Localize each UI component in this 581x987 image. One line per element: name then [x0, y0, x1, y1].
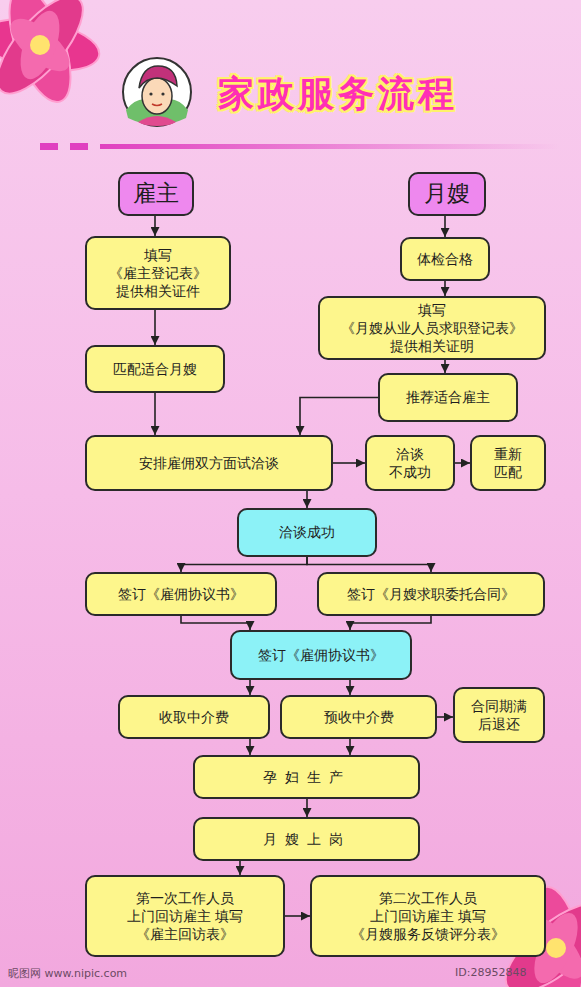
process-box: 安排雇佣双方面试洽谈	[85, 435, 333, 491]
node-text: 匹配适合月嫂	[113, 360, 197, 378]
avatar-icon	[123, 58, 191, 126]
flow-arrow	[333, 462, 365, 464]
watermark: 昵图网 www.nipic.com	[8, 966, 127, 981]
node-text: 签订《雇佣协议书》	[258, 646, 384, 664]
flower-petal	[0, 0, 97, 106]
node-text: 孕妇生产	[263, 768, 351, 786]
process-box: 签订《月嫂求职委托合同》	[317, 572, 545, 616]
node-text: 第二次工作人员 上门回访雇主 填写《月嫂服务反馈评分表》	[336, 889, 520, 944]
node-text: 月嫂	[424, 179, 470, 209]
flow-arrow	[349, 680, 351, 695]
node-text: 预收中介费	[324, 708, 394, 726]
node-text: 安排雇佣双方面试洽谈	[139, 454, 279, 472]
process-box: 收取中介费	[118, 695, 270, 739]
process-box: 第一次工作人员 上门回访雇主 填写《雇主回访表》	[85, 875, 285, 957]
divider-dash	[70, 143, 88, 150]
flow-arrow	[181, 616, 250, 630]
node-text: 填写 《雇主登记表》 提供相关证件	[103, 246, 213, 301]
process-box: 第二次工作人员 上门回访雇主 填写《月嫂服务反馈评分表》	[310, 875, 546, 957]
node-text: 月嫂上岗	[263, 830, 351, 848]
diagram-title: 家政服务流程	[218, 70, 458, 119]
flow-arrow	[444, 360, 446, 373]
process-box: 签订《雇佣协议书》	[85, 572, 277, 616]
process-box: 体检合格	[400, 237, 490, 281]
avatar-eye	[161, 92, 164, 95]
flower-center	[30, 35, 50, 55]
milestone-box: 洽谈成功	[237, 508, 377, 557]
flow-arrow	[307, 557, 431, 572]
process-box: 洽谈 不成功	[365, 435, 455, 491]
flower-center	[546, 938, 566, 958]
process-box: 推荐适合雇主	[378, 373, 518, 422]
flow-arrow	[300, 398, 378, 436]
avatar-headscarf	[139, 66, 177, 88]
flow-arrow	[444, 216, 446, 237]
avatar-eye	[149, 92, 152, 95]
role-box: 雇主	[118, 172, 194, 216]
node-text: 推荐适合雇主	[406, 388, 490, 406]
node-text: 签订《月嫂求职委托合同》	[347, 585, 515, 603]
node-text: 收取中介费	[159, 708, 229, 726]
node-text: 合同期满 后退还	[464, 697, 534, 733]
node-text: 雇主	[133, 179, 179, 209]
flower-petal	[13, 6, 68, 85]
node-text: 洽谈成功	[279, 523, 335, 541]
flow-arrow	[239, 861, 241, 875]
role-box: 月嫂	[408, 172, 486, 216]
avatar-face	[142, 78, 172, 114]
avatar-shirt	[138, 116, 176, 126]
flow-arrow	[455, 462, 470, 464]
flow-arrow	[285, 915, 310, 917]
process-box: 匹配适合月嫂	[85, 345, 225, 393]
flow-arrow	[154, 310, 156, 345]
watermark: ID:28952848	[455, 966, 526, 979]
process-box: 重新 匹配	[470, 435, 546, 491]
flow-arrow	[306, 799, 308, 817]
divider-dash	[40, 143, 58, 150]
flow-arrow	[349, 739, 351, 755]
divider-bar	[40, 143, 560, 150]
process-box: 合同期满 后退还	[453, 687, 545, 743]
flow-arrow	[306, 491, 308, 508]
avatar-mouth	[152, 104, 162, 106]
flow-arrow	[154, 216, 156, 236]
process-box: 填写 《月嫂从业人员求职登记表》 提供相关证明	[318, 296, 546, 360]
process-box: 预收中介费	[280, 695, 437, 739]
milestone-box: 签订《雇佣协议书》	[230, 630, 412, 680]
process-box: 月嫂上岗	[193, 817, 420, 861]
avatar-frame	[123, 58, 191, 126]
flower	[0, 0, 103, 110]
flow-arrow	[181, 557, 307, 572]
flow-arrow	[444, 281, 446, 296]
flow-arrow	[249, 680, 251, 695]
flow-arrow	[249, 739, 251, 755]
node-text: 洽谈 不成功	[380, 445, 440, 481]
divider-line	[100, 144, 560, 149]
node-text: 体检合格	[417, 250, 473, 268]
node-text: 重新 匹配	[488, 445, 528, 481]
flow-arrow	[437, 716, 453, 718]
process-box: 孕妇生产	[193, 755, 420, 799]
node-text: 填写 《月嫂从业人员求职登记表》 提供相关证明	[327, 301, 537, 356]
process-box: 填写 《雇主登记表》 提供相关证件	[85, 236, 231, 310]
node-text: 签订《雇佣协议书》	[118, 585, 244, 603]
flow-arrow	[154, 393, 156, 435]
node-text: 第一次工作人员 上门回访雇主 填写《雇主回访表》	[115, 889, 255, 944]
flow-arrow	[350, 616, 431, 630]
